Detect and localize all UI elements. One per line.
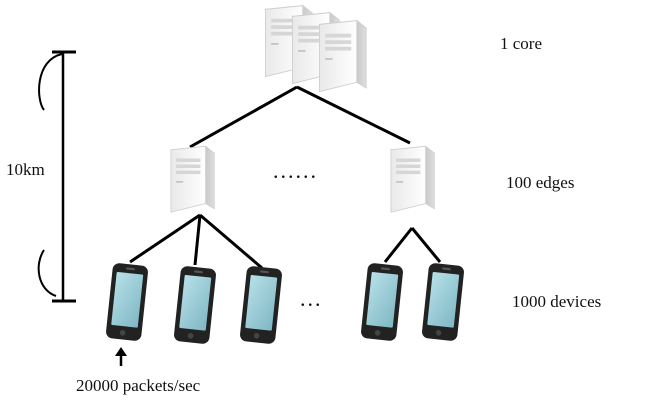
curved-arc	[37, 53, 63, 297]
edges-ellipsis: ......	[273, 158, 318, 183]
link-edge2-phone-5	[410, 227, 442, 263]
link-edge-phone-3	[199, 213, 263, 270]
phone-icon	[360, 262, 404, 342]
distance-bracket	[52, 50, 76, 303]
edge-server-icon	[170, 145, 215, 213]
edge-server-icon	[390, 145, 435, 213]
tree-connections	[129, 85, 442, 270]
edges-tier-label: 100 edges	[506, 173, 575, 192]
devices-tier-label: 1000 devices	[512, 292, 602, 311]
phone-icon	[421, 262, 465, 342]
device-row	[105, 262, 465, 345]
rate-label: 20000 packets/sec	[76, 376, 201, 395]
distance-label: 10km	[4, 160, 47, 180]
link-edge2-phone-4	[383, 227, 414, 263]
link-core-edge-left	[189, 85, 298, 149]
core-server-cluster	[264, 5, 367, 93]
up-arrow-icon	[115, 347, 127, 366]
server-icon	[318, 20, 367, 93]
devices-ellipsis: ...	[300, 286, 323, 311]
phone-icon	[239, 265, 283, 345]
link-edge-phone-2	[193, 214, 202, 266]
link-edge-phone-1	[129, 213, 201, 264]
link-core-edge-right	[296, 85, 411, 145]
phone-icon	[105, 262, 149, 342]
phone-icon	[173, 265, 217, 345]
core-tier-label: 1 core	[500, 34, 543, 53]
